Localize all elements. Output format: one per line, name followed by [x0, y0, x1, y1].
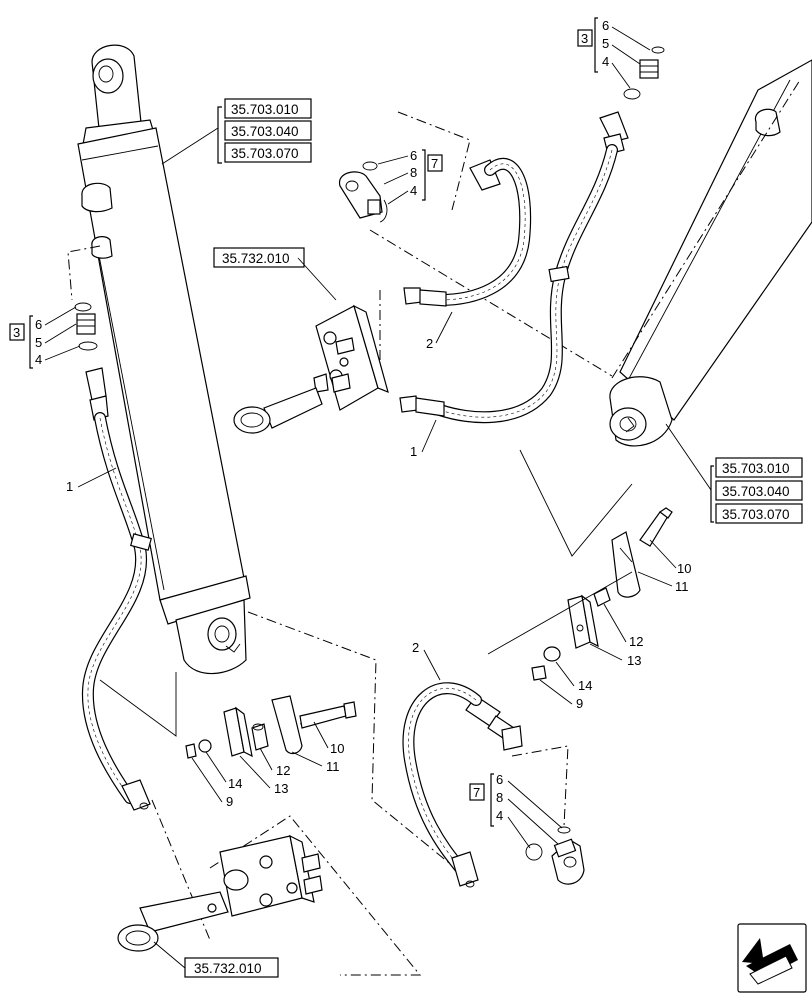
callout-4-topright: 4	[602, 54, 609, 69]
callout-1-mid: 1	[410, 444, 417, 459]
callout-1-left: 1	[66, 479, 73, 494]
right-cylinder-ref: 35.703.010 35.703.040 35.703.070	[665, 423, 803, 524]
group-label-3-left: 3	[13, 325, 20, 340]
right-mid-hardware: 10 11 12 13 14 9	[531, 507, 691, 711]
upper-valve-block	[233, 304, 389, 434]
callout-4-bottom: 4	[496, 808, 503, 823]
lower-elbow-group: 7 6 8 4	[469, 772, 585, 885]
long-hose-1	[399, 111, 629, 424]
group-label-3-top: 3	[581, 31, 588, 46]
upper-hose-2	[403, 158, 532, 307]
callout-10-left: 10	[330, 741, 344, 756]
left-fitting-group: 3 6 5 4	[9, 302, 98, 369]
right-ref-1: 35.703.010	[722, 461, 790, 476]
callout-2-bottom: 2	[412, 640, 419, 655]
left-hose-1	[81, 367, 152, 811]
group-box-3-left	[9, 323, 25, 341]
left-cylinder-ref: 35.703.010 35.703.040 35.703.070	[161, 98, 312, 165]
callout-5-topright: 5	[602, 36, 609, 51]
callout-13-right: 13	[627, 653, 641, 668]
callout-13-left: 13	[274, 781, 288, 796]
right-ref-3: 35.703.070	[722, 507, 790, 522]
callout-11-left: 11	[326, 759, 340, 774]
callout-8-bottom: 8	[496, 790, 503, 805]
block-ref-bottom: 35.732.010	[194, 961, 262, 976]
left-ref-2: 35.703.040	[231, 124, 299, 139]
callout-10-right: 10	[677, 561, 691, 576]
previous-page-arrow-icon[interactable]	[737, 923, 807, 993]
callout-9-right: 9	[576, 696, 583, 711]
lower-valve-block	[117, 834, 323, 952]
group-label-7-bottom: 7	[473, 785, 480, 800]
lower-left-hardware: 10 11 12 13 14 9	[185, 695, 357, 809]
left-ref-3: 35.703.070	[231, 146, 299, 161]
callout-14-left: 14	[228, 776, 242, 791]
callout-9-left: 9	[226, 794, 233, 809]
callout-6-left: 6	[35, 317, 42, 332]
callout-8-top: 8	[410, 165, 417, 180]
callout-12-right: 12	[629, 634, 643, 649]
callout-11-right: 11	[675, 579, 689, 594]
callout-6-topright: 6	[602, 18, 609, 33]
callout-4-left: 4	[35, 352, 42, 367]
right-ref-2: 35.703.040	[722, 484, 790, 499]
callout-14-right: 14	[578, 678, 592, 693]
callout-6-top: 6	[410, 148, 417, 163]
callout-4-top: 4	[410, 183, 417, 198]
left-cylinder	[77, 44, 251, 675]
right-cylinder	[609, 59, 812, 447]
callout-2-top: 2	[426, 336, 433, 351]
callout-12-left: 12	[276, 763, 290, 778]
callout-6-bottom: 6	[496, 772, 503, 787]
group-label-7-top: 7	[431, 156, 438, 171]
block-ref-top: 35.732.010	[222, 251, 290, 266]
top-right-fitting-group: 3 6 5 4	[577, 17, 665, 100]
left-ref-1: 35.703.010	[231, 102, 299, 117]
lower-hose-2	[402, 682, 523, 888]
upper-elbow-group: 7 6 8 4	[339, 148, 443, 223]
callout-5-left: 5	[35, 335, 42, 350]
